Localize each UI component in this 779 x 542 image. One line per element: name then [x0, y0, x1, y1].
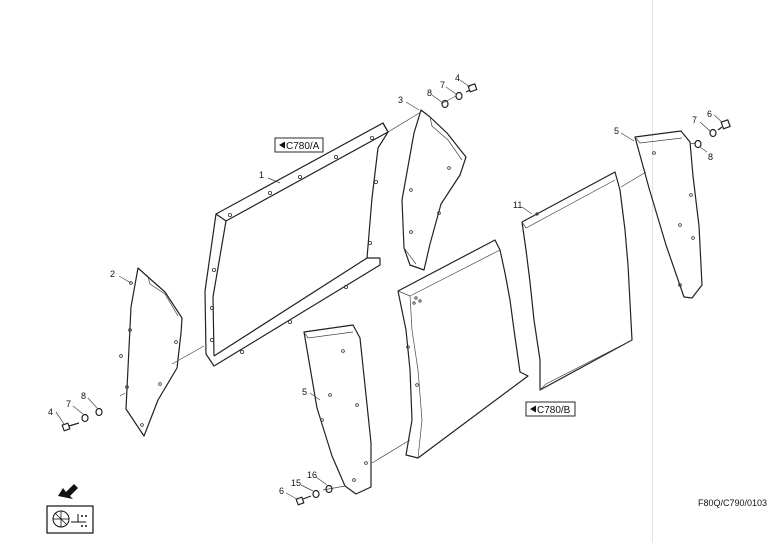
callout-4-left: 4: [48, 407, 53, 417]
callout-7-top: 7: [440, 80, 445, 90]
callout-8-left: 8: [81, 391, 86, 401]
reference-label-b: C780/B: [537, 405, 571, 416]
callout-5-lower: 5: [302, 387, 307, 397]
direction-arrow-icon: [58, 484, 78, 499]
callout-1: 1: [259, 170, 264, 180]
callout-7-left: 7: [66, 399, 71, 409]
reference-label-a: C780/A: [286, 141, 320, 152]
part-2-side-plate: [119, 267, 183, 437]
fasteners-right: [694, 119, 731, 149]
machine-symbol-icon: [46, 505, 94, 534]
callout-7-right: 7: [692, 115, 697, 125]
pointer-left-icon: [279, 141, 285, 149]
drawing-code: F80Q/C790/0103: [697, 498, 767, 508]
part-1-frame: [204, 122, 389, 367]
callout-6-bottom: 6: [279, 486, 284, 496]
callout-11: 11: [513, 200, 522, 210]
callout-5-right: 5: [614, 126, 619, 136]
reference-box-a[interactable]: C780/A: [274, 137, 324, 153]
leader-lines: [55, 79, 723, 500]
part-5-lower-plate: [303, 324, 372, 495]
callout-8-right: 8: [708, 152, 713, 162]
fasteners-top: [441, 83, 478, 109]
fasteners-bottom: [295, 484, 333, 506]
callout-3: 3: [398, 95, 403, 105]
page-edge-line: [652, 0, 653, 542]
callout-6-right: 6: [707, 109, 712, 119]
part-11-panel: [521, 171, 633, 391]
assembly-guide-lines: [119, 95, 696, 491]
callout-15: 15: [291, 478, 301, 488]
callout-2: 2: [110, 269, 115, 279]
fasteners-left: [61, 407, 103, 432]
pointer-left-icon: [530, 405, 536, 413]
panel-middle: [397, 239, 529, 459]
part-3-side-plate: [401, 109, 467, 271]
callout-16: 16: [307, 470, 317, 480]
part-5-right-plate: [634, 130, 703, 299]
callout-8-top: 8: [427, 88, 432, 98]
callout-4-top: 4: [455, 73, 460, 83]
reference-box-b[interactable]: C780/B: [525, 401, 576, 417]
